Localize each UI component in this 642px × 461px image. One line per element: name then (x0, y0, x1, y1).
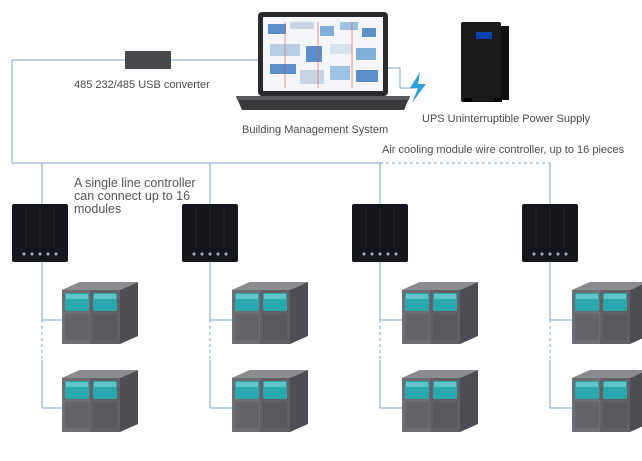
module-link-upper-3 (379, 262, 402, 321)
bms-label: Building Management System (242, 124, 389, 136)
module-link-upper-2 (209, 262, 232, 321)
module-link-lower-4 (549, 360, 572, 409)
cooling-module-icon-lower-2 (232, 370, 308, 432)
cooling-module-icon-upper-4 (572, 282, 642, 344)
module-link-lower-1 (41, 360, 64, 409)
wire-controller-icon-1 (11, 203, 69, 263)
cooling-module-icon-upper-3 (402, 282, 478, 344)
wire-controller-label: Air cooling module wire controller, up t… (382, 144, 625, 156)
module-columns (11, 203, 642, 432)
single-line-label: A single line controller can connect up … (74, 176, 196, 216)
module-link-upper-1 (41, 262, 64, 321)
cooling-module-icon-lower-1 (62, 370, 138, 432)
cooling-module-icon-lower-3 (402, 370, 478, 432)
module-link-lower-3 (379, 360, 402, 409)
wire-controller-icon-3 (351, 203, 409, 263)
module-link-upper-4 (549, 262, 572, 321)
converter-label: 485 232/485 USB converter (74, 79, 210, 91)
bus-line-left (11, 59, 125, 163)
laptop-icon (236, 12, 410, 110)
wire-controller-icon-4 (521, 203, 579, 263)
ups-icon (461, 22, 509, 102)
ups-label: UPS Uninterruptible Power Supply (422, 113, 591, 125)
cooling-module-icon-upper-1 (62, 282, 138, 344)
wiring-network (11, 59, 551, 205)
usb-converter-icon (125, 51, 171, 69)
cooling-module-icon-upper-2 (232, 282, 308, 344)
lightning-bolt-icon (410, 72, 426, 103)
cooling-module-icon-lower-4 (572, 370, 642, 432)
module-link-lower-2 (209, 360, 232, 409)
